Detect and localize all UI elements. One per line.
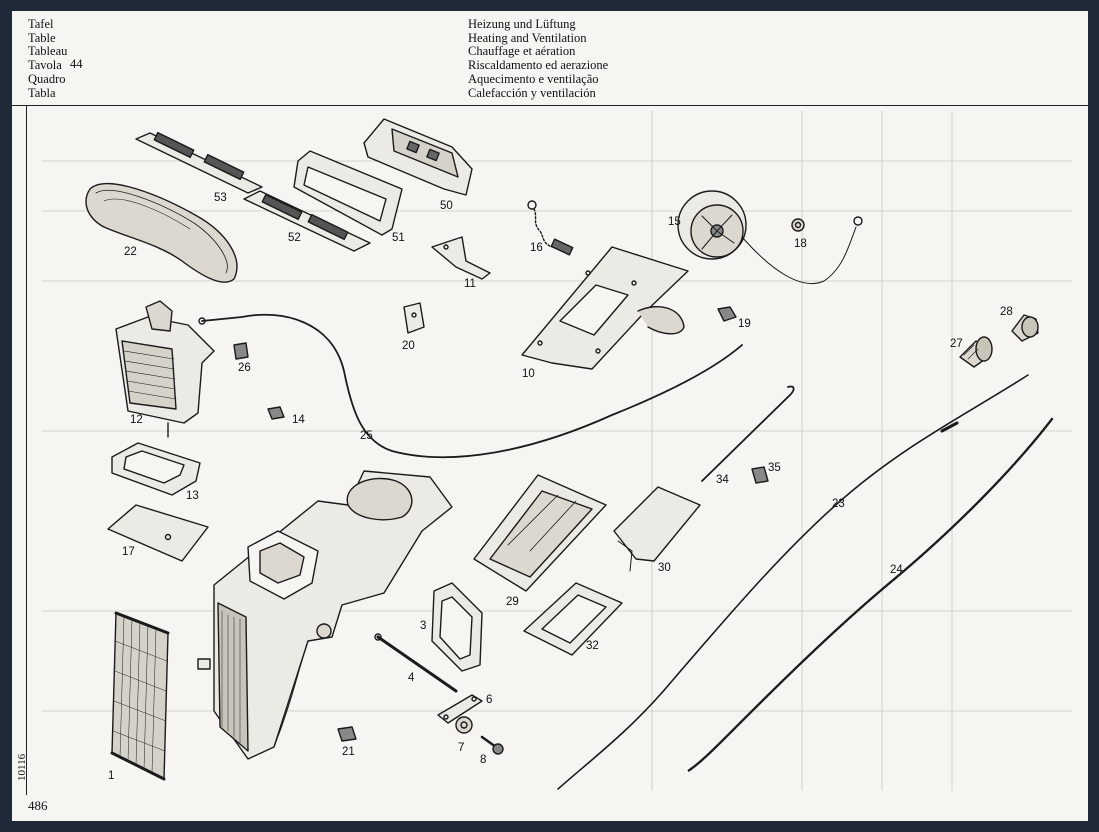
part-30-flap: [613, 486, 701, 572]
part-22-hose: [85, 182, 238, 283]
plate-word: Tableau: [28, 44, 68, 59]
part-16-cable-plug: [527, 200, 574, 256]
section-title: Heating and Ventilation: [468, 30, 587, 45]
part-28-cap: [1011, 314, 1039, 342]
part-19-clip: [717, 306, 737, 322]
callout-label: 18: [794, 238, 807, 250]
part-6-lever: [437, 694, 483, 724]
part-11-bracket: [431, 236, 491, 280]
callout-label: 19: [738, 318, 751, 330]
callout-label: 24: [890, 564, 903, 576]
part-52-defroster-vent: [243, 190, 371, 252]
part-8-screw: [480, 735, 504, 755]
callout-label: 6: [486, 694, 492, 706]
part-7-grommet: [455, 716, 473, 734]
callout-label: 32: [586, 640, 599, 652]
plate-word: Tabla: [28, 85, 56, 100]
plate-word: Tafel: [28, 17, 54, 31]
callout-label: 16: [530, 242, 543, 254]
part-24-control-cable: [686, 417, 1054, 773]
callout-label: 13: [186, 490, 199, 502]
part-15-blower-motor: [677, 190, 863, 285]
callout-label: 22: [124, 246, 137, 258]
callout-label: 21: [342, 746, 355, 758]
callout-label: 28: [1000, 306, 1013, 318]
part-1-mesh-screen: [110, 611, 170, 781]
part-18-nut: [791, 218, 805, 232]
callout-label: 52: [288, 232, 301, 244]
part-53-defroster-vent: [135, 131, 263, 194]
section-title: Heizung und Lüftung: [468, 17, 576, 31]
part-14-clip: [267, 406, 285, 420]
callout-label: 20: [402, 340, 415, 352]
plate-word: Table: [28, 30, 56, 45]
callout-label: 51: [392, 232, 405, 244]
part-10-blower-plate: [521, 246, 689, 370]
part-12-heat-exchanger: [115, 300, 215, 438]
callout-label: 12: [130, 414, 143, 426]
callout-label: 10: [522, 368, 535, 380]
callout-label: 35: [768, 462, 781, 474]
section-title: Calefacción y ventilación: [468, 85, 596, 100]
part-50-nozzle: [363, 118, 473, 196]
plate-number: 44: [70, 57, 83, 71]
section-title: Chauffage et aération: [468, 44, 576, 59]
callout-labels: 1 3 4 6 7 8 10 11 12 13 14 15 16 17 18 1…: [108, 192, 1013, 782]
callout-label: 30: [658, 562, 671, 574]
callout-label: 17: [122, 546, 135, 558]
part-17-cover-plate: [107, 504, 209, 562]
part-34-rod: [701, 385, 795, 482]
plate-word: Quadro: [28, 71, 66, 86]
callout-label: 7: [458, 742, 464, 754]
part-20-bracket: [403, 302, 425, 334]
page-number: 486: [28, 798, 48, 813]
section-title: Riscaldamento ed aerazione: [468, 58, 609, 73]
callout-label: 14: [292, 414, 305, 426]
callout-label: 25: [360, 430, 373, 442]
plate-word: Tavola: [28, 58, 62, 73]
exploded-parts-drawing: 1 3 4 6 7 8 10 11 12 13 14 15 16 17 18 1…: [42, 111, 1072, 791]
catalog-page: Tafel Table Tableau Tavola Quadro Tabla …: [12, 11, 1088, 821]
callout-label: 53: [214, 192, 227, 204]
section-title-list: Heizung und Lüftung Heating and Ventilat…: [468, 17, 609, 100]
callout-label: 15: [668, 216, 681, 228]
part-4-shaft: [374, 633, 458, 693]
callout-label: 34: [716, 474, 729, 486]
callout-label: 23: [832, 498, 845, 510]
part-3-flap-frame: [431, 582, 483, 672]
callout-label: 27: [950, 338, 963, 350]
left-margin-rule: [26, 105, 27, 795]
callout-label: 3: [420, 620, 426, 632]
part-27-knob: [959, 336, 993, 368]
part-21-clip: [337, 726, 357, 742]
callout-label: 11: [464, 278, 476, 290]
part-heater-housing: [197, 470, 453, 760]
header-rule: [12, 105, 1088, 106]
bleed-through-lines: [42, 111, 1072, 791]
part-25-bowden-cable: [198, 313, 743, 459]
part-26-clip: [233, 342, 249, 360]
callout-label: 4: [408, 672, 415, 684]
part-51-grille-frame: [293, 150, 403, 236]
part-13-gasket: [111, 442, 201, 496]
callout-label: 29: [506, 596, 519, 608]
callout-label: 26: [238, 362, 251, 374]
part-35-clip: [751, 466, 769, 484]
part-29-air-guide: [473, 474, 607, 592]
section-title: Aquecimento e ventilação: [468, 71, 599, 86]
part-23-control-cable: [557, 374, 1029, 790]
part-32-frame: [523, 582, 623, 656]
side-code: 10116: [16, 753, 28, 781]
callout-label: 8: [480, 754, 486, 766]
plate-word-list: Tafel Table Tableau Tavola Quadro Tabla: [28, 17, 68, 100]
callout-label: 50: [440, 200, 453, 212]
callout-label: 1: [108, 770, 114, 782]
